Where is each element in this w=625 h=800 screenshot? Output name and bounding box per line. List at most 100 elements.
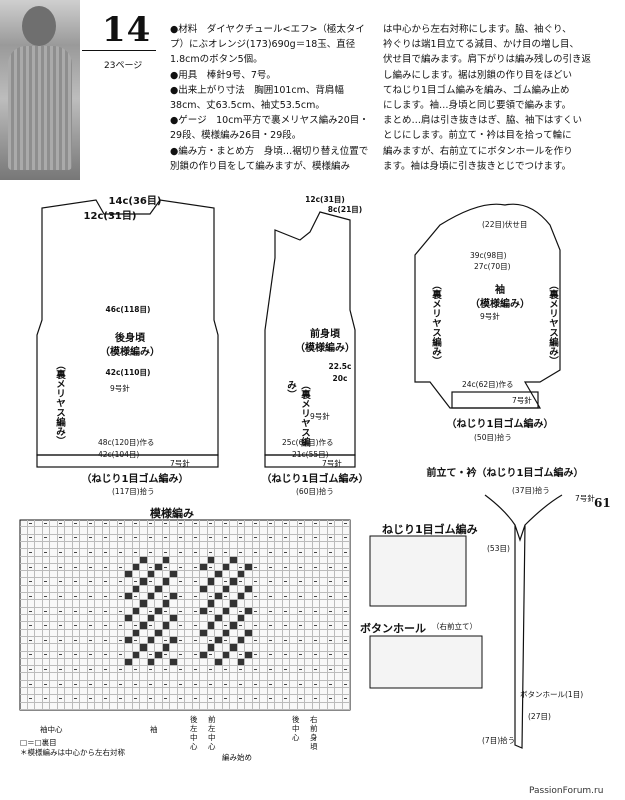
chart-cell [117,549,125,557]
chart-cell [312,534,320,542]
chart-cell [237,541,245,550]
chart-cell [215,680,223,689]
chart-cell [20,549,28,557]
chart-cell [290,615,298,623]
chart-cell [65,520,73,528]
chart-cell [320,556,328,564]
chart-cell [290,666,298,674]
chart-cell [305,680,313,689]
chart-cell [102,556,110,564]
chart-cell [312,688,320,696]
chart-cell [162,658,170,667]
chart-cell [155,607,163,615]
chart-cell [290,549,298,557]
chart-cell [57,629,65,637]
chart-cell [65,695,73,703]
chart-cell [267,541,275,550]
chart-cell [87,688,95,696]
chart-cell [87,571,95,579]
chart-cell [20,571,28,579]
chart-cell [297,585,305,594]
chart-cell [42,585,50,594]
chart-cell [95,585,103,594]
chart-cell [65,688,73,696]
chart-cell [72,563,80,572]
chart-cell [50,636,58,645]
chart-cell [312,571,320,579]
spec-line: ●出来上がり寸法 胸囲101cm、背肩幅38cm、丈63.5cm、袖丈53.5c… [170,84,344,112]
chart-cell [252,549,260,557]
chart-cell [297,593,305,601]
chart-cell [72,636,80,645]
chart-cell [245,527,253,535]
chart-cell [267,666,275,674]
chart-cell [327,636,335,645]
chart-cell [147,520,155,528]
chart-cell [237,585,245,594]
sleeve-band-needle: 7号針 [512,396,532,405]
chart-cell [282,702,290,710]
chart-cell [42,541,50,550]
chart-cell [95,600,103,608]
chart-cell [312,636,320,645]
chart-cell [155,695,163,703]
chart-cell [110,651,118,659]
chart-cell [57,615,65,623]
chart-cell [192,607,200,615]
chart-cell [110,607,118,615]
pattern-number: 14 [102,10,152,50]
chart-start-label: 編み始め [222,753,252,762]
chart-cell [125,571,133,579]
chart-cell [342,549,350,557]
chart-col-label: 袖 [150,725,158,734]
chart-cell [275,658,283,667]
chart-cell [312,680,320,689]
chart-cell [282,666,290,674]
chart-cell [185,534,193,542]
chart-cell [312,549,320,557]
chart-cell [335,520,343,528]
band-bottom-2: (7目)拾う [482,736,516,745]
spec-line: ●編み方・まとめ方 身頃…裾切り替え位置で別鎖の作り目をして編みますが、模様編み [170,145,369,172]
chart-cell [222,695,230,703]
chart-cell [80,644,88,652]
chart-cell [320,534,328,542]
chart-cell [110,622,118,630]
chart-cell [147,688,155,696]
chart-cell [140,666,148,674]
chart-cell [290,651,298,659]
chart-cell [170,600,178,608]
chart-cell [230,695,238,703]
chart-cell [207,578,215,586]
chart-cell [185,520,193,528]
chart-cell [95,688,103,696]
chart-cell [50,527,58,535]
chart-cell [215,673,223,681]
chart-cell [110,549,118,557]
chart-cell [132,578,140,586]
chart-cell [230,680,238,689]
chart-cell [140,534,148,542]
chart-cell [177,541,185,550]
chart-cell [27,571,35,579]
chart-cell [155,520,163,528]
chart-cell [65,534,73,542]
howto-line: まとめ…肩は引き抜きはぎ、脇、袖下はすくい [383,115,583,127]
chart-cell [102,695,110,703]
chart-cell [72,666,80,674]
chart-cell [147,541,155,550]
chart-cell [305,615,313,623]
chart-cell [252,622,260,630]
chart-cell [177,644,185,652]
chart-cell [192,658,200,667]
chart-cell [95,549,103,557]
chart-cell [207,688,215,696]
chart-cell [72,578,80,586]
chart-cell [267,607,275,615]
chart-cell [222,688,230,696]
chart-cell [252,651,260,659]
chart-cell [95,702,103,710]
chart-col-label: 後左中心 [190,715,198,751]
chart-cell [65,651,73,659]
chart-cell [65,622,73,630]
